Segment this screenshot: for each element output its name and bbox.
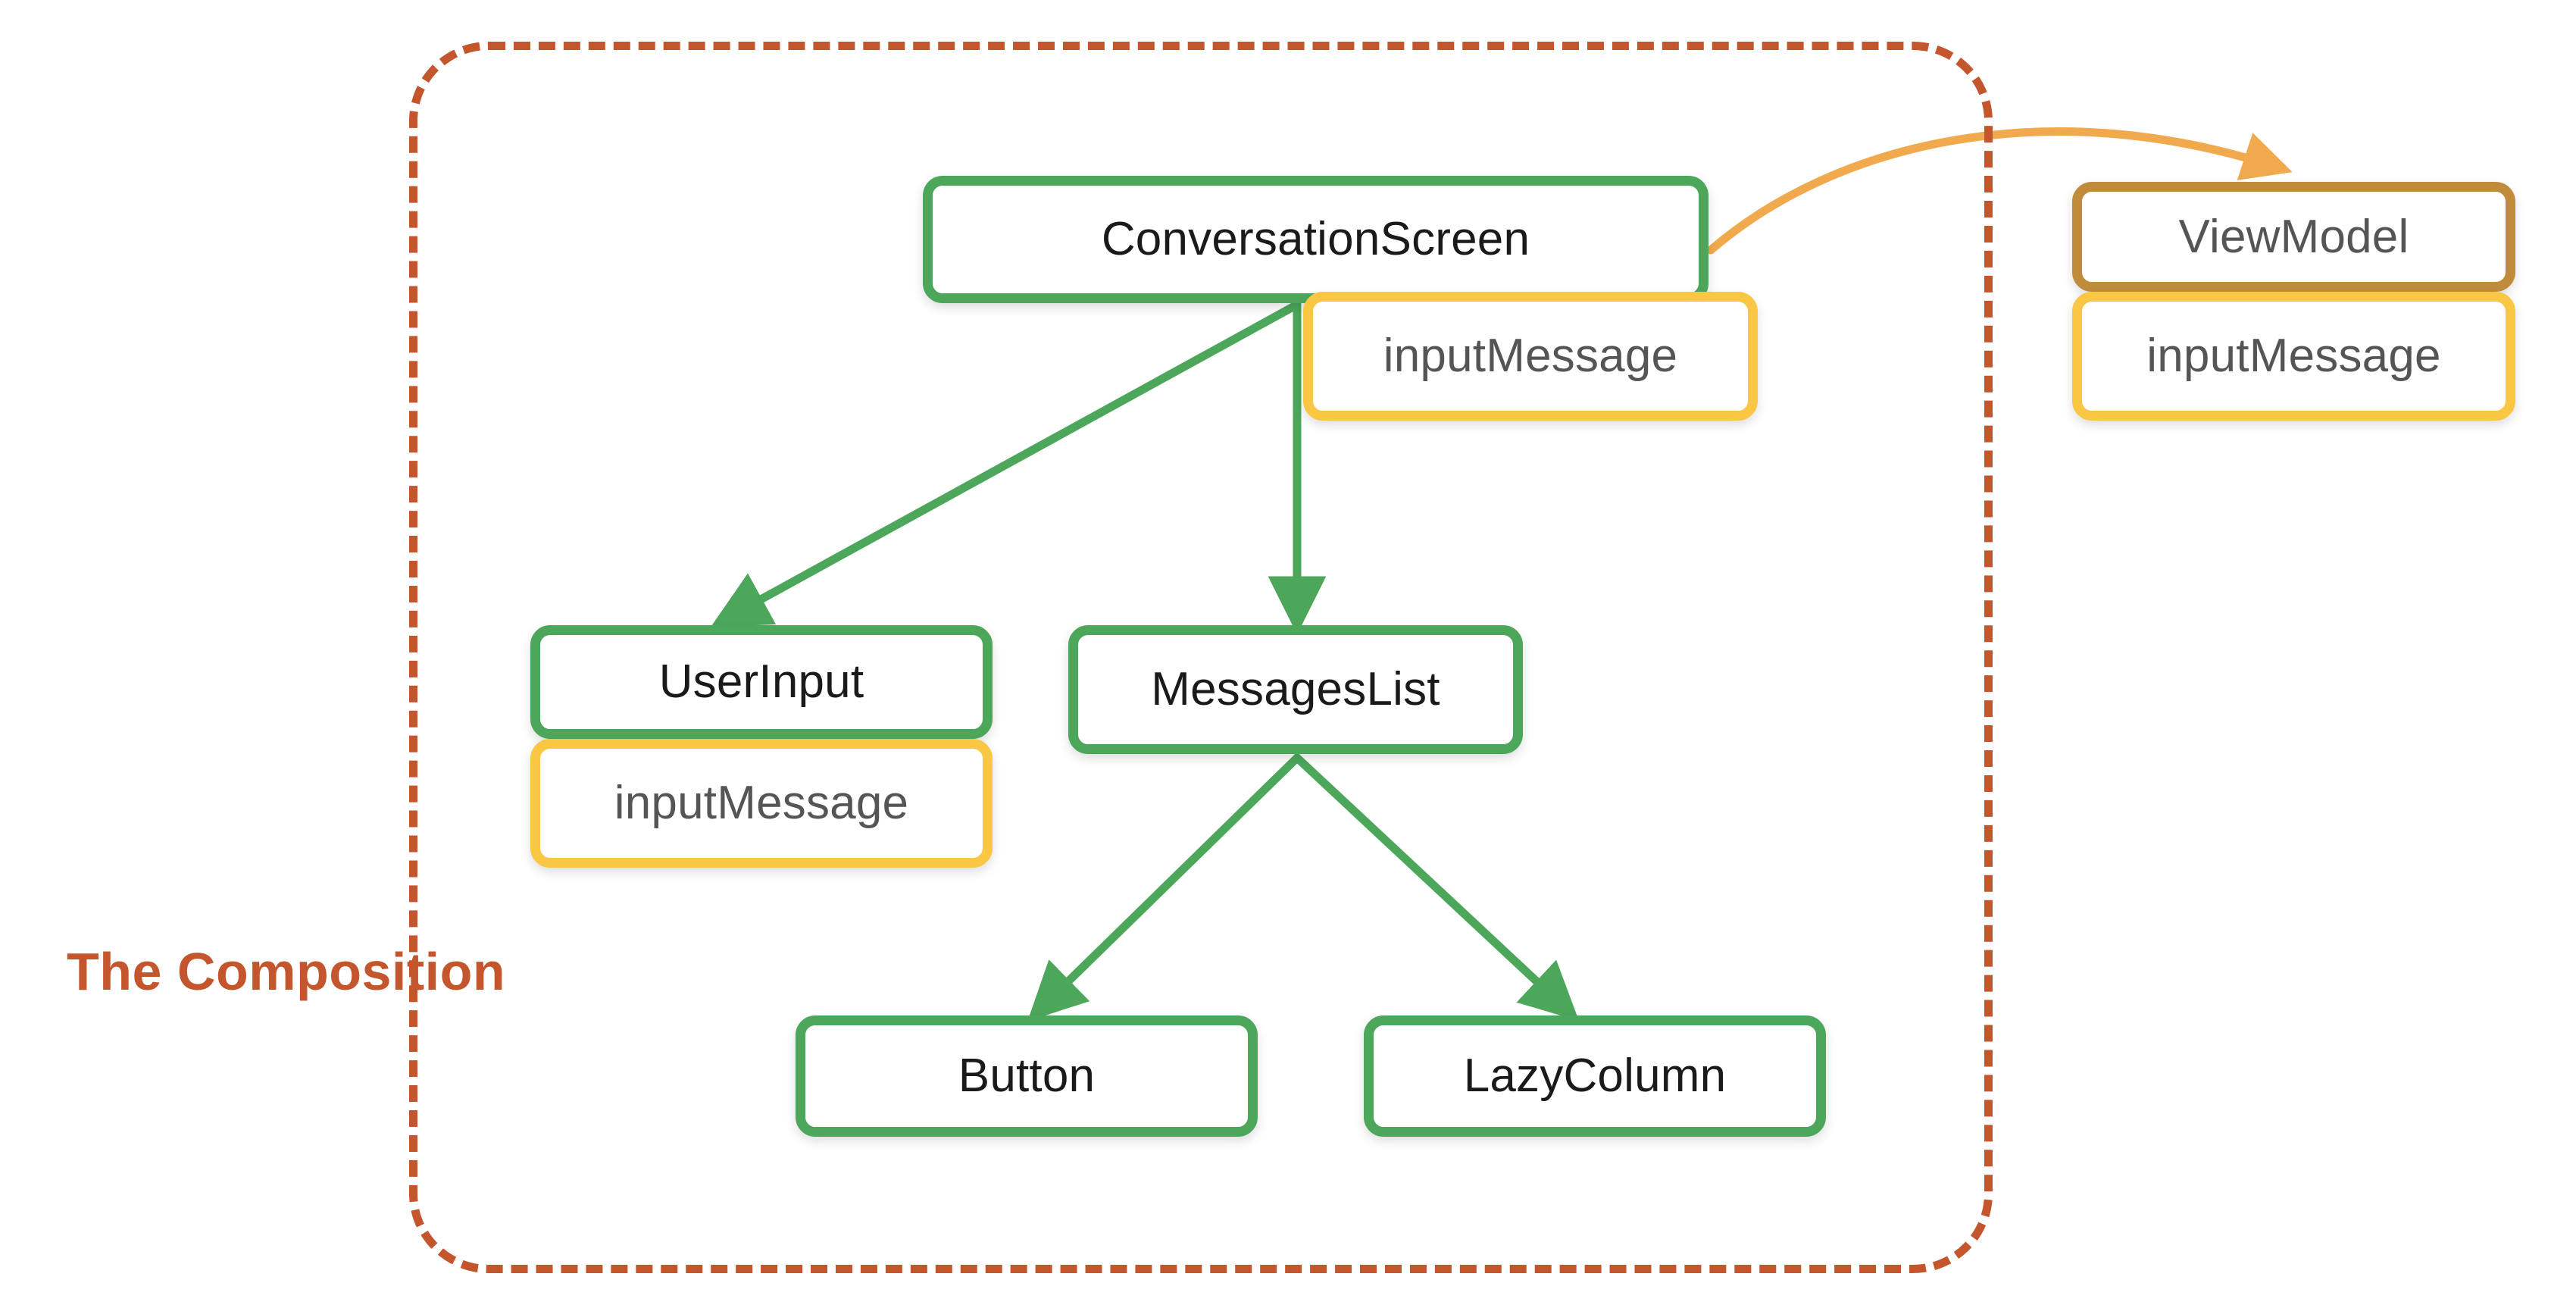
state-chip-conversation-screen-inputmessage[interactable]: inputMessage [1303, 292, 1758, 421]
state-label-user-input-inputmessage: inputMessage [614, 777, 909, 829]
node-messages-list[interactable]: MessagesList [1068, 625, 1523, 754]
state-chip-view-model-inputmessage[interactable]: inputMessage [2072, 292, 2515, 421]
composition-caption: The Composition [67, 942, 506, 1001]
node-label-user-input: UserInput [658, 656, 864, 708]
node-label-conversation-screen: ConversationScreen [1101, 213, 1530, 265]
node-button[interactable]: Button [796, 1015, 1258, 1137]
state-label-conversation-screen-inputmessage: inputMessage [1383, 330, 1678, 382]
state-chip-user-input-inputmessage[interactable]: inputMessage [530, 739, 993, 868]
state-label-view-model-inputmessage: inputMessage [2146, 330, 2441, 382]
node-conversation-screen[interactable]: ConversationScreen [923, 176, 1708, 303]
node-label-lazy-column: LazyColumn [1463, 1050, 1727, 1102]
node-label-messages-list: MessagesList [1151, 663, 1440, 715]
node-lazy-column[interactable]: LazyColumn [1364, 1015, 1826, 1137]
node-user-input[interactable]: UserInput [530, 625, 993, 739]
node-label-view-model: ViewModel [2178, 210, 2409, 263]
node-view-model[interactable]: ViewModel [2072, 182, 2515, 292]
composition-boundary [409, 42, 1993, 1273]
node-label-button: Button [958, 1050, 1096, 1102]
